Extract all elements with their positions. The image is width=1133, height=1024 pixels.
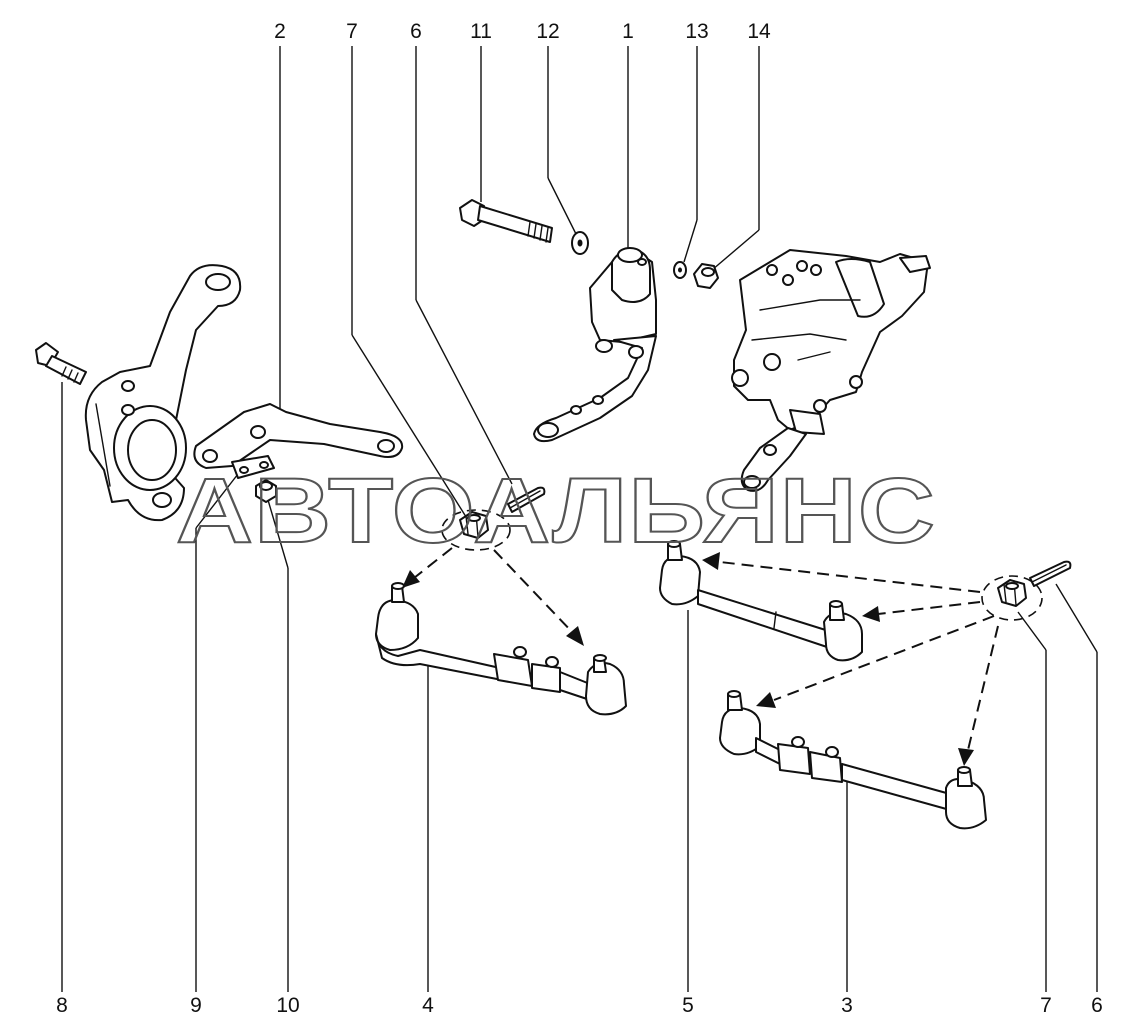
callout-4-bottom: 4 bbox=[422, 994, 434, 1017]
assembly-arrows bbox=[402, 547, 999, 766]
arrowhead bbox=[402, 570, 420, 588]
arrowhead bbox=[702, 552, 720, 570]
leader-13-diag bbox=[683, 219, 698, 263]
leader-10-diag bbox=[267, 499, 289, 569]
arrowhead bbox=[756, 692, 776, 708]
idler-arm-1 bbox=[533, 247, 657, 443]
bolt-11 bbox=[459, 199, 553, 243]
steering-gearbox bbox=[731, 249, 931, 492]
cotter-pin-6-bottom bbox=[1029, 560, 1072, 587]
callout-10-bottom: 10 bbox=[276, 994, 299, 1017]
callout-5-bottom: 5 bbox=[682, 994, 694, 1017]
callout-2-top: 2 bbox=[274, 20, 286, 43]
callout-6-top: 6 bbox=[410, 20, 422, 43]
leader-7-bottom-diag bbox=[1017, 611, 1047, 651]
arrow-bottom-to-rod5-left bbox=[719, 561, 981, 593]
watermark-text: АВТОАЛЬЯНС bbox=[176, 460, 936, 562]
arrow-top-to-rod4-left bbox=[413, 547, 453, 579]
callout-8-bottom: 8 bbox=[56, 994, 68, 1017]
arrowhead bbox=[958, 748, 974, 766]
bolt-8 bbox=[35, 342, 87, 385]
nut-10 bbox=[255, 479, 277, 503]
callout-14-top: 14 bbox=[747, 20, 771, 43]
leader-6-top-diag bbox=[415, 299, 513, 485]
washer-13 bbox=[673, 261, 687, 279]
callout-12-top: 12 bbox=[536, 20, 559, 43]
steering-arm-2 bbox=[193, 403, 404, 479]
washer-12 bbox=[571, 231, 589, 255]
callout-9-bottom: 9 bbox=[190, 994, 202, 1017]
castle-nut-7-bottom bbox=[997, 579, 1027, 607]
arrow-bottom-to-rod5-right bbox=[877, 601, 981, 615]
callout-7-bottom: 7 bbox=[1040, 994, 1052, 1017]
leader-7-top-diag bbox=[351, 334, 469, 521]
arrow-bottom-to-rod3-right bbox=[967, 625, 999, 751]
callout-6-bottom: 6 bbox=[1091, 994, 1103, 1017]
callout-7-top: 7 bbox=[346, 20, 358, 43]
leader-9-diag bbox=[195, 473, 239, 529]
callout-11-top: 11 bbox=[470, 20, 492, 43]
nut-14 bbox=[693, 263, 719, 289]
nut-group-ring-bottom bbox=[981, 575, 1043, 621]
arrowhead bbox=[566, 626, 584, 646]
leader-12-diag bbox=[547, 177, 579, 239]
steering-knuckle bbox=[84, 264, 242, 522]
tie-rod-5 bbox=[659, 540, 863, 662]
callout-13-top: 13 bbox=[685, 20, 708, 43]
arrow-top-to-rod4-right bbox=[493, 549, 575, 635]
leader-6-bottom-diag bbox=[1055, 583, 1098, 653]
arrowhead bbox=[862, 606, 880, 622]
callout-1-top: 1 bbox=[622, 20, 634, 43]
tie-rod-3 bbox=[719, 690, 987, 830]
arrow-bottom-to-rod3-left bbox=[773, 615, 995, 701]
tie-rod-4 bbox=[375, 582, 627, 716]
callout-3-bottom: 3 bbox=[841, 994, 853, 1017]
castle-nut-7-top bbox=[459, 511, 489, 539]
cotter-pin-6-top bbox=[507, 486, 546, 513]
nut-group-ring-top bbox=[441, 509, 511, 551]
leader-14-diag bbox=[711, 229, 760, 271]
